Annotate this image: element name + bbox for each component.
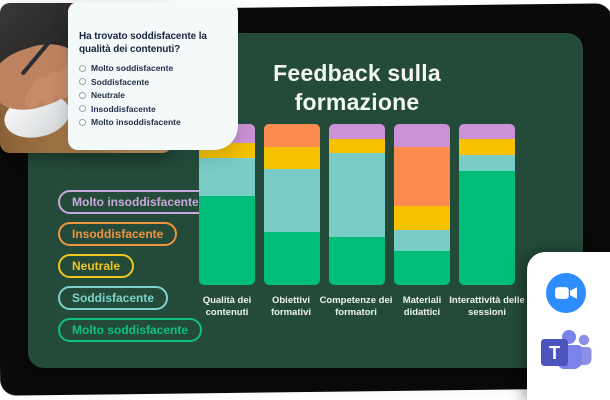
bar-segment [459,154,515,171]
legend-pill-1: Insoddisfacente [58,222,178,246]
bar-segment [459,124,515,139]
radio-circle-icon[interactable] [79,105,86,113]
bar-segment [264,169,320,232]
video-camera-icon [546,273,586,313]
bar-segment [199,196,255,285]
radio-circle-icon[interactable] [79,118,86,126]
radio-circle-icon[interactable] [79,64,86,72]
radio-option-3[interactable]: Insoddisfacente [79,103,228,114]
bar-segment [459,138,515,155]
chart-panel: Feedback sulla formazione Molto insoddis… [28,33,583,368]
bar-segment [394,251,450,285]
legend-pill-0: Molto insoddisfacente [58,190,213,214]
bar-segment [394,146,450,207]
svg-text:T: T [549,343,560,363]
bar-segment [394,124,450,147]
bar-segment [329,124,385,139]
category-label-3: Materiali didattici [402,295,442,319]
legend-pill-2: Neutrale [58,254,135,278]
bar-column-3 [394,124,450,285]
option-label: Molto soddisfacente [91,63,174,73]
bar-column-1 [264,124,320,285]
bar-segment [329,152,385,237]
bars-chart [199,124,515,285]
bar-column-4 [459,124,515,285]
bar-segment [459,170,515,285]
category-label-4: Interattività delle sessioni [449,295,525,319]
bar-segment [264,124,320,147]
category-labels: Qualità dei contenuti Obiettivi formativi… [28,295,583,335]
radio-circle-icon[interactable] [79,91,86,99]
radio-circle-icon[interactable] [79,78,86,86]
bar-segment [329,138,385,153]
chart-title: Feedback sulla formazione [273,60,441,116]
apps-panel: T [527,252,610,400]
bar-segment [264,231,320,285]
survey-question: Ha trovato soddisfacente la qualità dei … [79,31,207,55]
bar-segment [394,230,450,252]
zoom-app-icon[interactable] [546,273,586,313]
radio-option-4[interactable]: Molto insoddisfacente [79,118,228,127]
option-label: Neutrale [91,90,126,100]
category-label-1: Obiettivi formativi [270,295,312,319]
option-label: Insoddisfacente [91,103,156,114]
radio-option-1[interactable]: Soddisfacente [79,76,228,87]
bar-segment [199,157,255,197]
option-label: Soddisfacente [91,76,150,87]
option-label: Molto insoddisfacente [91,117,181,127]
teams-logo-icon: T [541,330,592,369]
legend-pill-4: Molto soddisfacente [58,318,203,342]
bar-segment [329,236,385,285]
radio-option-2[interactable]: Neutrale [79,91,228,100]
category-label-0: Qualità dei contenuti [202,295,252,319]
bar-segment [394,206,450,231]
teams-app-icon[interactable]: T [540,329,592,373]
survey-card: Ha trovato soddisfacente la qualità dei … [68,2,238,150]
bar-segment [264,146,320,170]
category-label-2: Competenze dei formatori [319,295,393,319]
radio-option-0[interactable]: Molto soddisfacente [79,64,228,73]
bar-column-2 [329,124,385,285]
legend-pill-3: Soddisfacente [58,286,169,310]
